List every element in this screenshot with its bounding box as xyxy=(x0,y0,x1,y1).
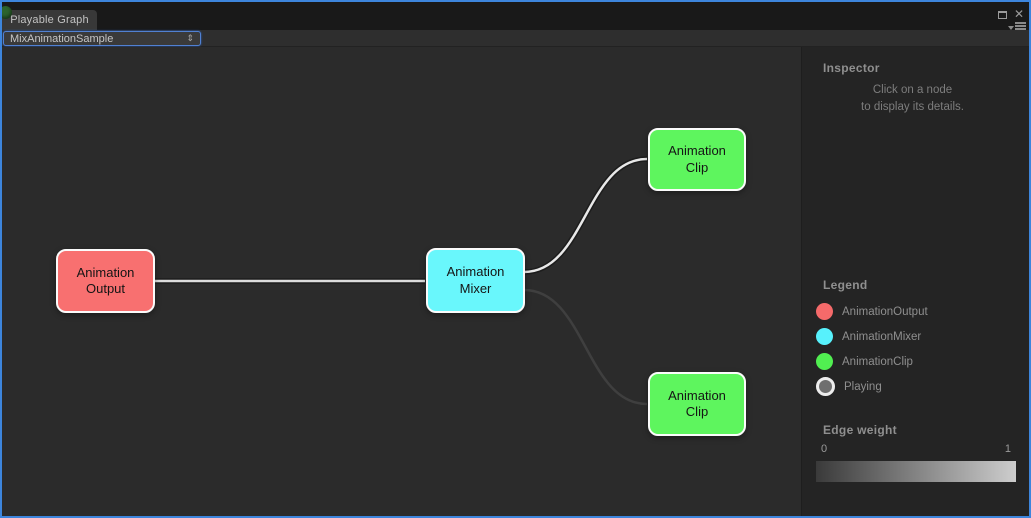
legend-swatch-green-icon xyxy=(816,353,833,370)
pane-menu-icon[interactable] xyxy=(1008,22,1026,30)
edge-weight-min: 0 xyxy=(821,443,828,455)
legend-swatch-red-icon xyxy=(816,303,833,320)
legend-swatch-playing-icon xyxy=(816,377,835,396)
edge-weight-gradient xyxy=(816,461,1016,482)
graph-selector-value: MixAnimationSample xyxy=(10,32,114,45)
edge-layer xyxy=(155,156,648,406)
tab-playable-graph[interactable]: Playable Graph xyxy=(2,10,97,30)
legend-item-playing: Playing xyxy=(816,374,1025,399)
legend-swatch-cyan-icon xyxy=(816,328,833,345)
edge-mixer-to-clip-bottom xyxy=(523,288,648,406)
hamburger-icon xyxy=(1015,22,1026,30)
legend-list: AnimationOutput AnimationMixer Animation… xyxy=(816,299,1025,399)
dropdown-arrows-icon: ⇕ xyxy=(186,33,194,43)
toolbar: MixAnimationSample ⇕ xyxy=(2,30,1029,47)
legend-label: AnimationMixer xyxy=(842,330,922,343)
legend-item-animation-clip: AnimationClip xyxy=(816,349,1025,374)
maximize-icon[interactable] xyxy=(997,11,1007,19)
dropdown-triangle-icon xyxy=(1008,25,1014,30)
close-icon[interactable]: ✕ xyxy=(1013,7,1024,21)
edge-mixer-to-clip-top xyxy=(523,157,648,274)
edge-weight-scale: 0 1 xyxy=(816,443,1016,455)
node-animation-output[interactable]: Animation Output xyxy=(56,249,155,313)
node-animation-clip-bottom[interactable]: Animation Clip xyxy=(648,372,746,436)
inspector-hint: Click on a node to display its details. xyxy=(861,84,964,113)
graph-selector-dropdown[interactable]: MixAnimationSample ⇕ xyxy=(3,31,201,46)
main-area: Animation Output Animation Mixer Animati… xyxy=(2,47,1029,516)
legend-label: AnimationOutput xyxy=(842,305,928,318)
edge-weight-heading: Edge weight xyxy=(823,423,897,437)
inspector-panel: Inspector Click on a node to display its… xyxy=(801,47,1029,516)
legend-label: Playing xyxy=(844,380,882,393)
node-animation-clip-top[interactable]: Animation Clip xyxy=(648,128,746,191)
legend-item-animation-mixer: AnimationMixer xyxy=(816,324,1025,349)
graph-canvas: Animation Output Animation Mixer Animati… xyxy=(2,47,801,516)
tab-title: Playable Graph xyxy=(10,14,89,26)
node-animation-mixer[interactable]: Animation Mixer xyxy=(426,248,525,313)
legend-item-animation-output: AnimationOutput xyxy=(816,299,1025,324)
inspector-heading: Inspector xyxy=(823,61,880,75)
window-controls: ✕ xyxy=(997,7,1024,21)
legend-label: AnimationClip xyxy=(842,355,913,368)
edge-weight-max: 1 xyxy=(1004,443,1011,455)
status-dot-icon xyxy=(2,6,12,19)
legend-heading: Legend xyxy=(823,278,868,292)
